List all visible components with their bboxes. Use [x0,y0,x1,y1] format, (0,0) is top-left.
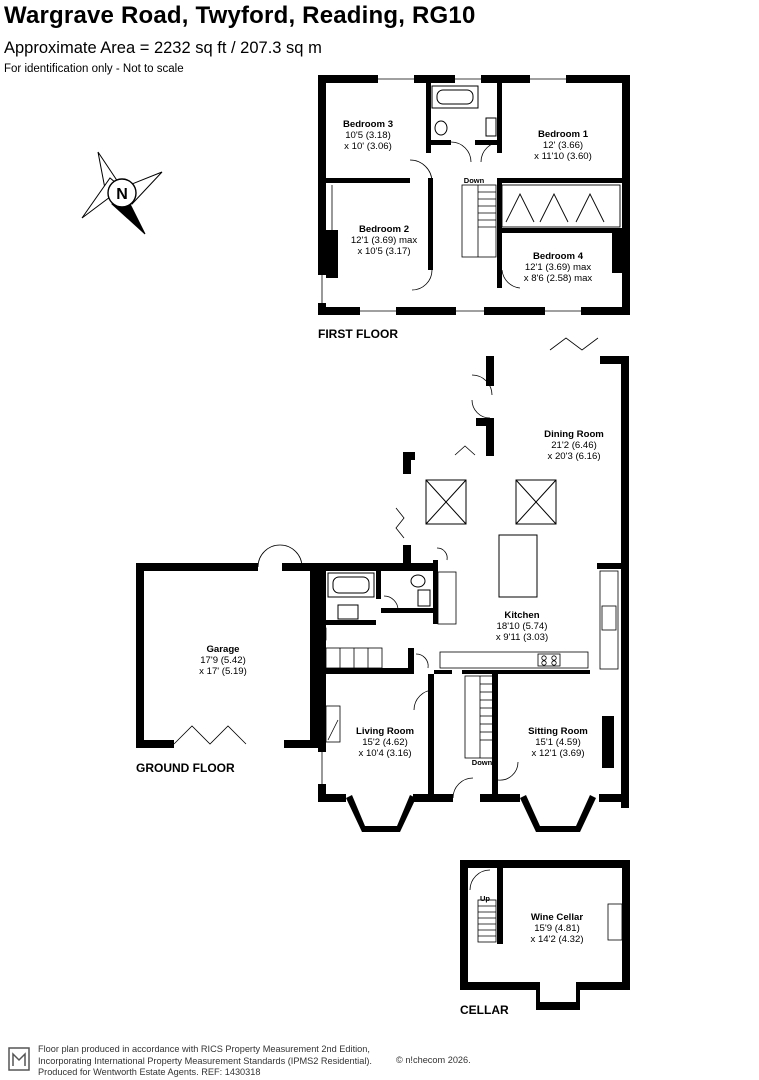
room-dim-dining-room: 21'2 (6.46) [551,440,597,451]
room-dim-bedroom-4: 12'1 (3.69) max [525,262,592,273]
room-name-garage: Garage [206,644,239,655]
room-name-bedroom-3: Bedroom 3 [343,119,393,130]
room-dim2-dining-room: x 20'3 (6.16) [547,451,600,462]
room-dim2-bedroom-1: x 11'10 (3.60) [534,151,592,162]
ground-floor-plan [136,337,629,832]
room-dim-sitting-room: 15'1 (4.59) [535,737,581,748]
room-dim2-bedroom-2: x 10'5 (3.17) [357,246,410,257]
room-dim2-garage: x 17' (5.19) [199,666,247,677]
room-dim-garage: 17'9 (5.42) [200,655,246,666]
room-dim2-kitchen: x 9'11 (3.03) [496,632,548,643]
room-dim-bedroom-1: 12' (3.66) [543,140,583,151]
footer-line-1: Floor plan produced in accordance with R… [38,1044,370,1054]
first-floor-plan [318,75,630,315]
room-dim-living-room: 15'2 (4.62) [362,737,408,748]
room-dim-wine-cellar: 15'9 (4.81) [534,923,580,934]
stairs-down-label-first: Down [464,176,485,185]
footer-line-3: Produced for Wentworth Estate Agents. RE… [38,1067,261,1077]
cellar-plan [460,860,630,1010]
room-name-bedroom-4: Bedroom 4 [533,251,584,262]
room-name-dining-room: Dining Room [544,429,604,440]
footer-disclaimer: Floor plan produced in accordance with R… [38,1044,372,1079]
identification-note: For identification only - Not to scale [4,63,184,75]
nichecom-logo-icon [7,1046,31,1077]
room-dim2-bedroom-3: x 10' (3.06) [344,141,392,152]
cellar-floor-label: CELLAR [460,1003,509,1017]
room-dim-bedroom-2: 12'1 (3.69) max [351,235,418,246]
footer-line-2: Incorporating International Property Mea… [38,1055,372,1066]
room-name-bedroom-1: Bedroom 1 [538,129,589,140]
room-dim2-bedroom-4: x 8'6 (2.58) max [524,273,593,284]
compass-letter: N [116,186,128,203]
footer-copyright: © n!checom 2026. [396,1055,471,1065]
ground-floor-label: GROUND FLOOR [136,761,235,775]
room-name-sitting-room: Sitting Room [528,726,588,737]
north-compass-icon: N [81,151,163,235]
room-name-bedroom-2: Bedroom 2 [359,224,409,235]
page-title: Wargrave Road, Twyford, Reading, RG10 [4,2,476,29]
room-dim2-wine-cellar: x 14'2 (4.32) [530,934,583,945]
room-dim2-living-room: x 10'4 (3.16) [358,748,411,759]
room-name-kitchen: Kitchen [504,610,539,621]
stairs-down-label-ground: Down [472,758,493,767]
room-name-living-room: Living Room [356,726,414,737]
first-floor-label: FIRST FLOOR [318,327,398,341]
room-dim-bedroom-3: 10'5 (3.18) [345,130,391,141]
room-dim-kitchen: 18'10 (5.74) [497,621,548,632]
approximate-area: Approximate Area = 2232 sq ft / 207.3 sq… [4,39,322,57]
room-name-wine-cellar: Wine Cellar [531,912,583,923]
room-dim2-sitting-room: x 12'1 (3.69) [531,748,584,759]
stairs-up-label-cellar: Up [480,894,490,903]
